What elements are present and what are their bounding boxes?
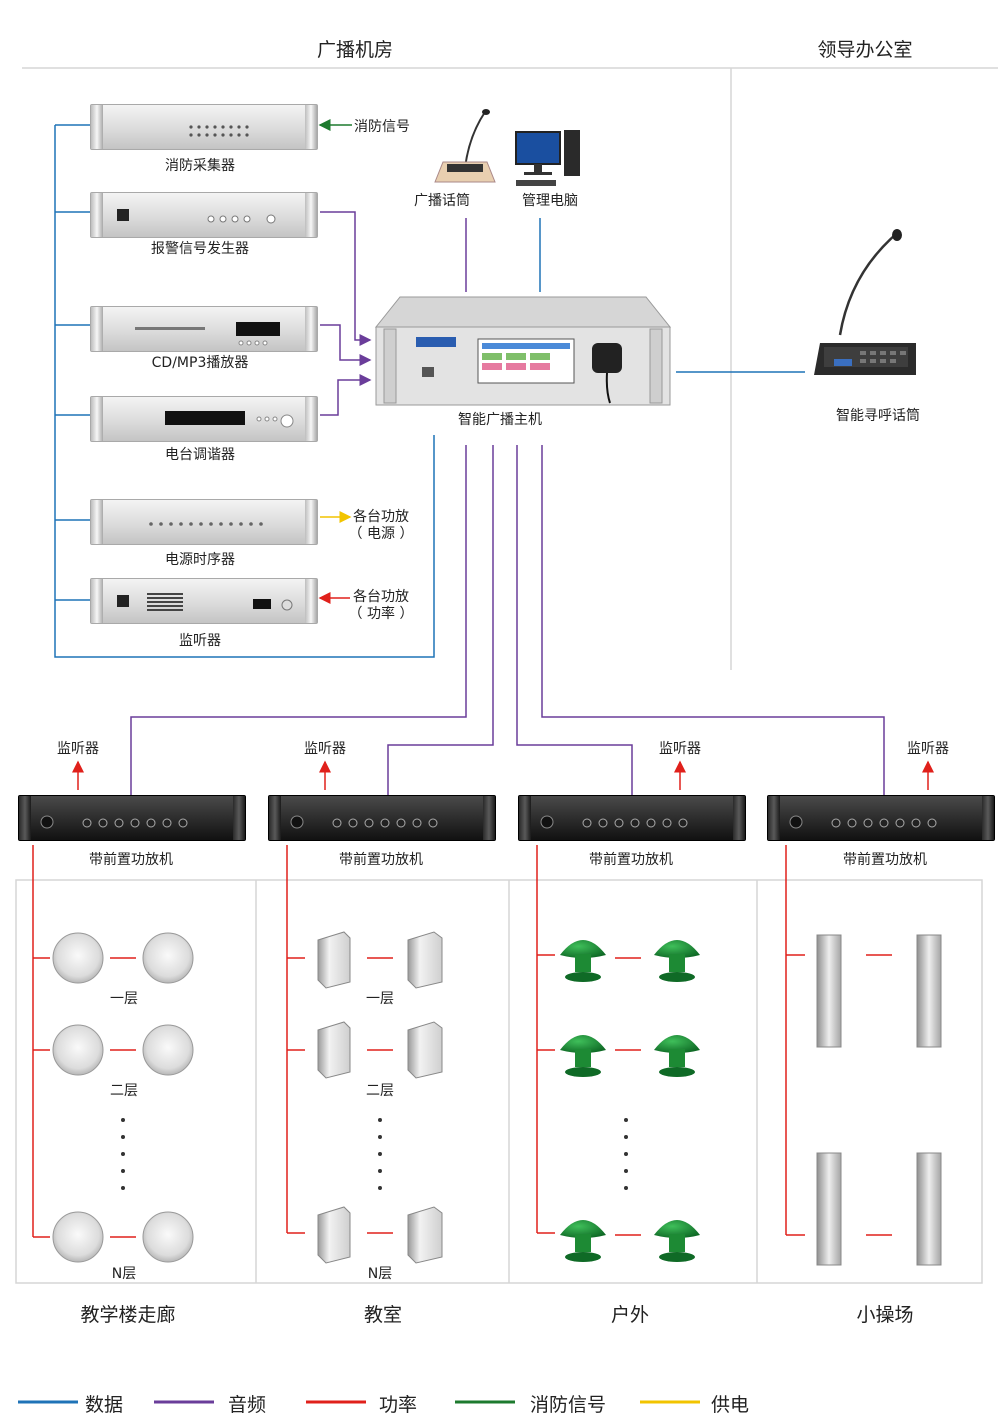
section-title-office: 领导办公室 [817, 39, 913, 61]
zone3-amplifier [518, 795, 746, 841]
computer-icon [515, 130, 580, 186]
amp-power-annotation-line1: 各台功放 [353, 509, 409, 525]
power-sequencer-device [90, 499, 318, 545]
monitor-device [90, 578, 318, 624]
zone1-floor-1-label: 一层 [110, 991, 138, 1007]
zone2-floor-1-label: 一层 [366, 991, 394, 1007]
legend-data-label: 数据 [84, 1394, 124, 1416]
tuner-device [90, 396, 318, 442]
fire-collector-device [90, 104, 318, 150]
zone2-amplifier [268, 795, 496, 841]
zone3-name: 户外 [610, 1304, 650, 1326]
zone1-amplifier-label: 带前置功放机 [89, 852, 173, 868]
paging-mic-icon [814, 229, 916, 375]
alarm-generator-label: 报警信号发生器 [151, 241, 249, 257]
power-sequencer-label: 电源时序器 [165, 552, 235, 568]
legend-audio-label: 音频 [227, 1394, 267, 1416]
cd-player-device [90, 306, 318, 352]
zone1-floor-2-label: 二层 [110, 1083, 138, 1099]
broadcast-host-label: 智能广播主机 [458, 412, 542, 428]
paging-mic-label: 智能寻呼话筒 [836, 408, 920, 424]
zone4-amplifier [767, 795, 995, 841]
zone1-monitor-label: 监听器 [57, 741, 99, 757]
fire-collector-label: 消防采集器 [165, 158, 235, 174]
management-pc-label: 管理电脑 [522, 193, 578, 209]
zone2-floor-n-label: N层 [367, 1266, 393, 1282]
zone2-name: 教室 [363, 1304, 403, 1326]
cd-player-label: CD/MP3播放器 [151, 355, 249, 371]
alarm-generator-device [90, 192, 318, 238]
fire-signal-annotation: 消防信号 [354, 119, 410, 135]
zone2-floor-2-label: 二层 [366, 1083, 394, 1099]
legend-power-label: 功率 [378, 1394, 418, 1416]
amp-power-annotation-line2: （ 电源 ） [348, 526, 414, 542]
zone3-monitor-label: 监听器 [659, 741, 701, 757]
legend-fire-signal-label: 消防信号 [529, 1394, 607, 1416]
zone2-monitor-label: 监听器 [304, 741, 346, 757]
zone3-amplifier-label: 带前置功放机 [589, 852, 673, 868]
zone4-monitor-label: 监听器 [907, 741, 949, 757]
broadcast-mic-icon [434, 109, 496, 183]
tuner-label: 电台调谐器 [165, 447, 235, 463]
broadcast-mic-label: 广播话筒 [414, 193, 470, 209]
zone4-name: 小操场 [856, 1304, 914, 1326]
zone4-amplifier-label: 带前置功放机 [843, 852, 927, 868]
zone2-amplifier-label: 带前置功放机 [339, 852, 423, 868]
zone1-amplifier [18, 795, 246, 841]
monitor-label: 监听器 [179, 633, 221, 649]
broadcast-host-device [370, 295, 676, 407]
amp-output-annotation-line2: （ 功率 ） [348, 606, 414, 622]
section-title-broadcast-room: 广播机房 [316, 39, 394, 61]
legend-supply-label: 供电 [710, 1394, 750, 1416]
amp-output-annotation-line1: 各台功放 [353, 589, 409, 605]
zone1-name: 教学楼走廊 [80, 1304, 176, 1326]
zone1-floor-n-label: N层 [111, 1266, 137, 1282]
